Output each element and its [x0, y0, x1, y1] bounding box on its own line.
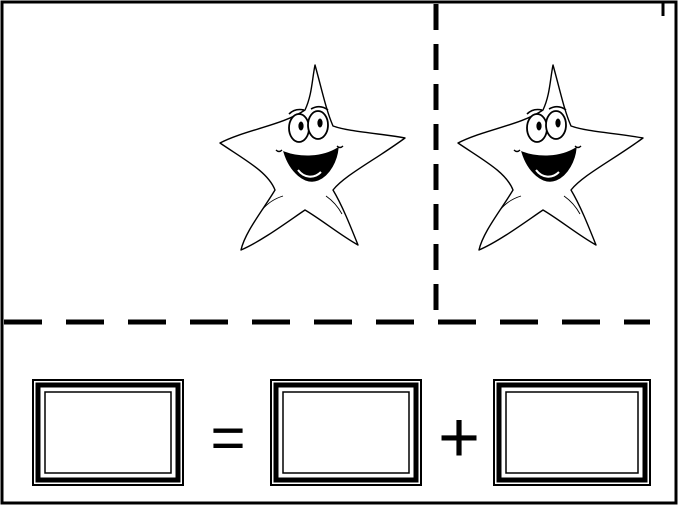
top-panel-left-frame: [0, 0, 436, 318]
starfish-icon: [219, 64, 406, 251]
addend-one-box[interactable]: [270, 379, 422, 486]
plus-symbol: +: [438, 398, 480, 478]
left-star-group: [219, 64, 406, 251]
equals-symbol: =: [210, 404, 245, 471]
total-answer-box[interactable]: [32, 379, 184, 486]
right-star-group: [457, 64, 644, 251]
addend-two-box[interactable]: [493, 379, 651, 486]
starfish-icon: [457, 64, 644, 251]
